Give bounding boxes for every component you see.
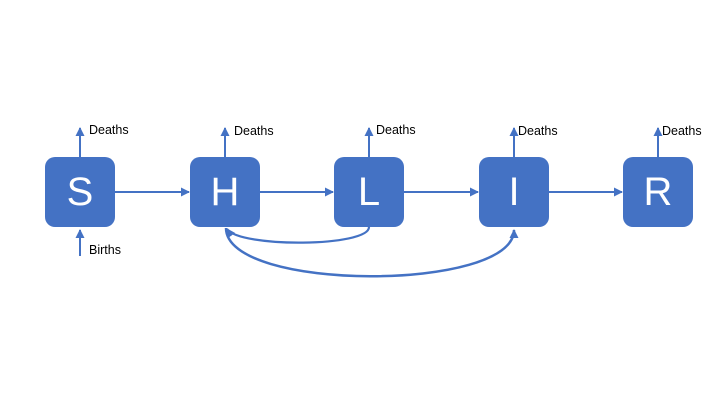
node-s: S <box>45 157 115 227</box>
deaths-label-s: Deaths <box>89 123 129 137</box>
deaths-label-i: Deaths <box>518 124 558 138</box>
births-label: Births <box>89 243 121 257</box>
deaths-label-r: Deaths <box>662 124 702 138</box>
node-i: I <box>479 157 549 227</box>
arrow-h-to-i <box>224 227 519 278</box>
deaths-label-l: Deaths <box>376 123 416 137</box>
node-l: L <box>334 157 404 227</box>
arrow-l-to-h <box>226 226 371 244</box>
deaths-label-h: Deaths <box>234 124 274 138</box>
node-h: H <box>190 157 260 227</box>
node-r: R <box>623 157 693 227</box>
